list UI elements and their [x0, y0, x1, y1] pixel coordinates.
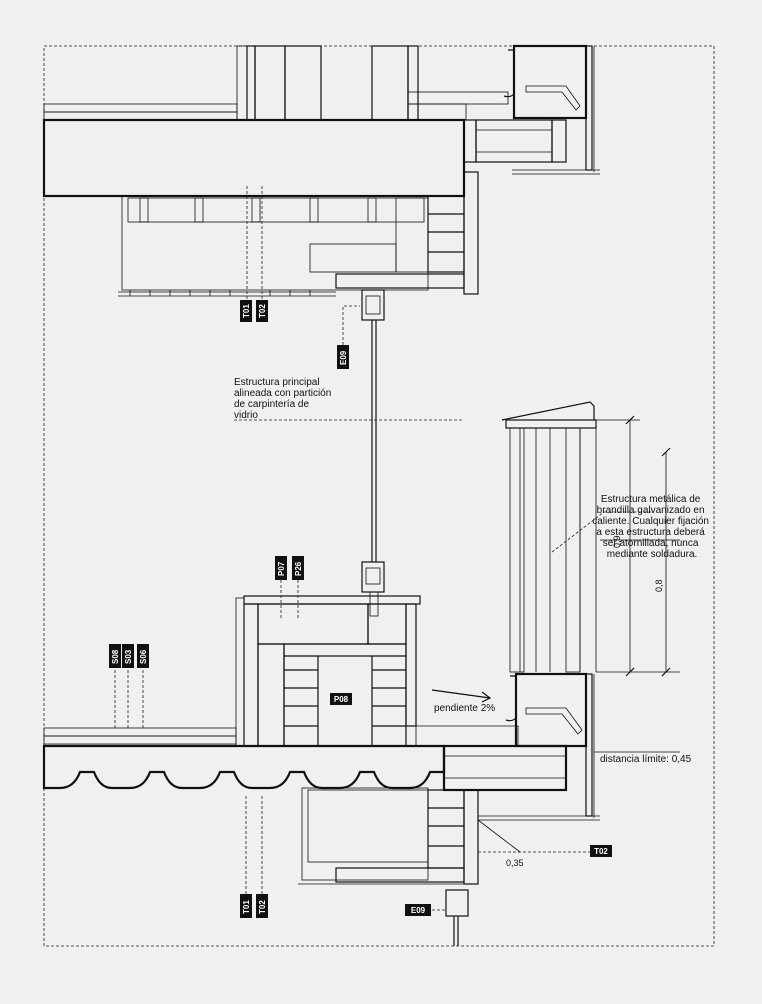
- svg-text:T02: T02: [258, 304, 267, 318]
- dimension-0-8: 0,8: [654, 579, 664, 592]
- svg-text:P07: P07: [277, 561, 286, 576]
- tag-t02-top: T02: [256, 300, 268, 322]
- svg-text:T01: T01: [242, 900, 251, 914]
- upper-floor-section: [42, 44, 600, 562]
- svg-text:P26: P26: [294, 561, 303, 576]
- note-slope: pendiente 2%: [434, 703, 495, 714]
- svg-text:S08: S08: [111, 649, 120, 664]
- svg-text:T02: T02: [258, 900, 267, 914]
- tag-s08: S08: [109, 644, 121, 668]
- upper-slab: [42, 118, 466, 198]
- lower-composite-slab: [42, 744, 446, 790]
- note-railing: Estructura metálica de brandilla galvani…: [592, 494, 712, 560]
- railing-elevation: [501, 401, 680, 677]
- tag-s06: S06: [137, 644, 149, 668]
- svg-text:T01: T01: [242, 304, 251, 318]
- dimension-0-35: 0,35: [506, 858, 524, 868]
- dimension-0-9: 0,9: [612, 535, 622, 548]
- svg-text:T02: T02: [594, 847, 608, 856]
- tag-s03: S03: [122, 644, 134, 668]
- tag-t01-bottom: T01: [240, 894, 252, 918]
- svg-text:S06: S06: [139, 649, 148, 664]
- tag-t02-bottom: T02: [256, 894, 268, 918]
- svg-text:E09: E09: [339, 350, 348, 365]
- tag-t02-right: T02: [590, 845, 612, 857]
- tag-p07: P07: [275, 556, 287, 580]
- svg-text:E09: E09: [411, 906, 426, 915]
- tag-e09-top: E09: [337, 345, 349, 369]
- tag-p26: P26: [292, 556, 304, 580]
- tag-t01-top: T01: [240, 300, 252, 322]
- tag-p08: P08: [330, 693, 352, 705]
- tag-e09-bottom: E09: [405, 904, 431, 916]
- lower-floor-section: [42, 561, 680, 946]
- note-limit-distance: distancia límite: 0,45: [600, 754, 692, 765]
- svg-text:S03: S03: [124, 649, 133, 664]
- svg-text:P08: P08: [334, 695, 349, 704]
- note-structure-glass: Estructura principal alineada con partic…: [234, 377, 334, 421]
